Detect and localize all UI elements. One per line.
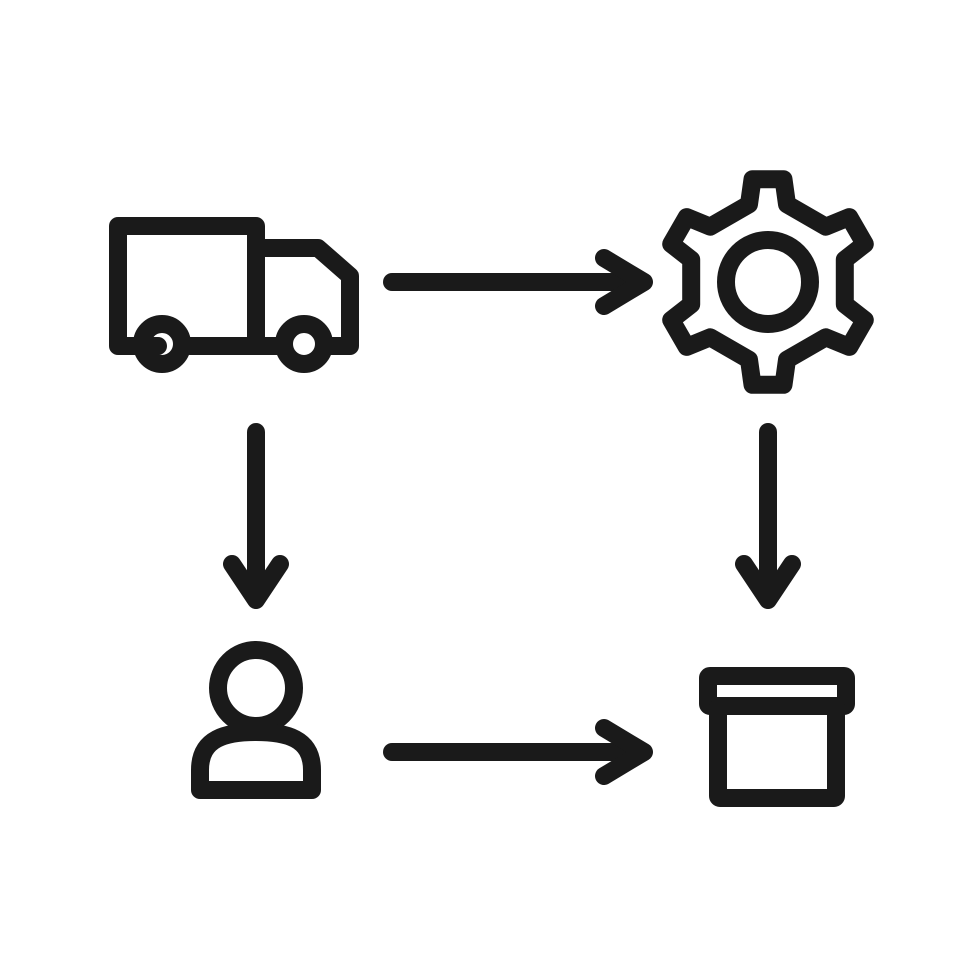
box-icon (699, 667, 855, 807)
truck-icon (109, 217, 359, 373)
arrow-truck-to-person (223, 423, 289, 609)
gear-icon (662, 170, 874, 394)
person-icon (191, 641, 321, 799)
arrow-gear-to-box (735, 423, 801, 609)
arrow-person-to-box (383, 719, 653, 785)
arrow-truck-to-gear (383, 249, 653, 315)
